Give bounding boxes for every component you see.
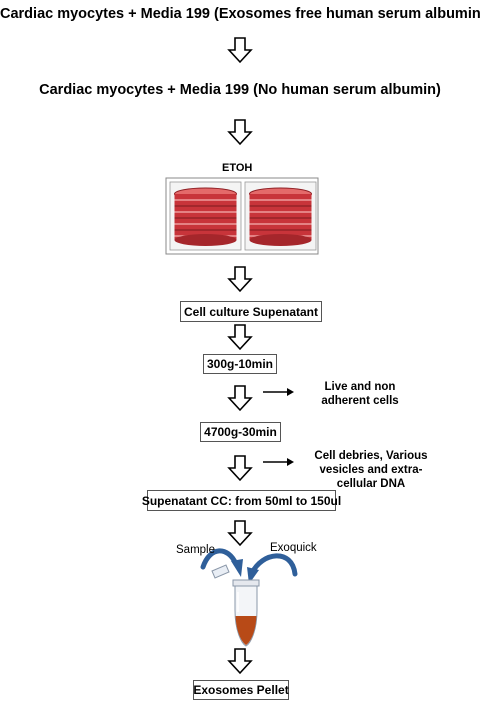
tube-pellet (235, 616, 257, 645)
down-arrow-8 (228, 648, 252, 674)
step-exosomes-pellet: Exosomes Pellet (193, 680, 289, 700)
side-arrow-2 (263, 458, 294, 466)
down-arrow-5 (228, 385, 252, 411)
exoquick-tube-illustration (200, 548, 298, 647)
step-spin-300g: 300g-10min (203, 354, 277, 374)
down-arrow-6 (228, 455, 252, 481)
removed-fraction-1: Live and non adherent cells (300, 380, 420, 408)
removed-fraction-1-line-1: Live and non (324, 381, 396, 393)
step-spin-4700g: 4700g-30min (200, 422, 281, 442)
step-cell-culture-supernatant: Cell culture Supenatant (180, 301, 322, 322)
down-arrow-7 (228, 520, 252, 546)
petri-dish-images (165, 177, 319, 255)
sample-curve-arrow (200, 548, 239, 570)
heading-initial-culture: Cardiac myocytes + Media 199 (Exosomes f… (0, 6, 480, 22)
down-arrow-2 (228, 119, 252, 145)
removed-fraction-1-line-2: adherent cells (321, 395, 399, 407)
down-arrow-4 (228, 324, 252, 350)
petri-stack-left (174, 187, 237, 246)
removed-fraction-2-line-3: cellular DNA (336, 478, 406, 490)
sample-label: Sample (176, 544, 215, 556)
removed-fraction-2-line-2: vesicles and extra- (319, 464, 423, 476)
treatment-label: ETOH (222, 162, 253, 174)
down-arrow-1 (228, 37, 252, 63)
removed-fraction-2-line-1: Cell debries, Various (314, 450, 428, 462)
side-arrow-1 (263, 388, 294, 396)
exoquick-label: Exoquick (270, 542, 317, 554)
removed-fraction-2: Cell debries, Various vesicles and extra… (302, 449, 440, 491)
petri-stack-right (249, 187, 312, 246)
down-arrow-3 (228, 266, 252, 292)
exoquick-curve-arrow (249, 553, 298, 577)
heading-serum-free-culture: Cardiac myocytes + Media 199 (No human s… (39, 82, 441, 98)
step-supernatant-concentrate: Supenatant CC: from 50ml to 150ul (142, 490, 341, 511)
